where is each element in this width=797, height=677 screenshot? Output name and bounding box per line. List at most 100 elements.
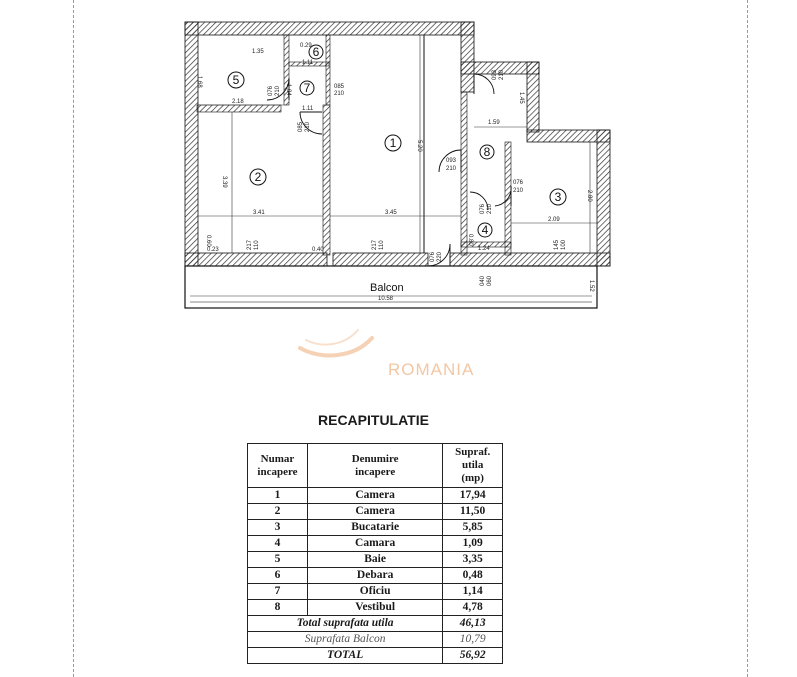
room-3-label: 3 bbox=[555, 190, 562, 204]
header-area: Supraf. utila (mp) bbox=[442, 443, 503, 488]
dim-1-68: 1.68 bbox=[196, 76, 202, 88]
row-name: Camara bbox=[306, 535, 444, 552]
row-number: 3 bbox=[247, 519, 308, 536]
header-num-line1: Numar bbox=[260, 452, 295, 465]
row-name: Bucatarie bbox=[306, 519, 444, 536]
dim-0-40: 0.40 bbox=[312, 247, 324, 253]
opening-076-210-a-top: 076 bbox=[268, 85, 274, 96]
opening-085-210-a-top: 085 bbox=[334, 84, 345, 90]
total-usable-value: 46,13 bbox=[442, 615, 503, 632]
row-number: 2 bbox=[247, 503, 308, 520]
opening-093-210-b-bottom: 210 bbox=[446, 166, 457, 172]
header-room-number: Numar incapere bbox=[247, 443, 308, 488]
dim-3-41: 3.41 bbox=[253, 210, 265, 216]
row-area: 17,94 bbox=[442, 487, 503, 504]
recap-title: RECAPITULATIE bbox=[318, 412, 429, 428]
opening-217-110-a-bottom: 110 bbox=[254, 240, 260, 250]
row-area: 0,48 bbox=[442, 567, 503, 584]
dim-1-52: 1.52 bbox=[588, 280, 594, 292]
dim-1-84: 1.84 bbox=[285, 84, 291, 96]
dim-1-45: 1.45 bbox=[518, 92, 524, 104]
room-2-label: 2 bbox=[255, 170, 262, 184]
opening-076-210-c-bottom: 210 bbox=[487, 203, 493, 214]
room-8-marker bbox=[479, 144, 495, 160]
floor-plan: Balcon 1 2 3 4 5 6 7 8 1.35 1.68 2.18 1.… bbox=[184, 21, 611, 309]
dim-0-60: 0.60 bbox=[205, 235, 211, 247]
row-number: 8 bbox=[247, 599, 308, 616]
room-4-marker bbox=[477, 222, 493, 238]
grand-total-value: 56,92 bbox=[442, 647, 503, 664]
dim-0-29: 0.29 bbox=[300, 43, 312, 49]
dimension-lines bbox=[190, 35, 597, 297]
table-row: 7 Oficiu 1,14 bbox=[247, 583, 503, 600]
table-row: 2 Camera 11,50 bbox=[247, 503, 503, 520]
outer-walls bbox=[184, 21, 611, 267]
room-1-marker bbox=[384, 134, 402, 152]
opening-076-220-bottom: 220 bbox=[437, 251, 443, 262]
row-area: 5,85 bbox=[442, 519, 503, 536]
dim-2-80: 2.80 bbox=[586, 190, 592, 202]
room-2-marker bbox=[249, 168, 267, 186]
opening-217-110-b-top: 217 bbox=[372, 239, 378, 250]
room-7-label: 7 bbox=[304, 81, 311, 95]
room-3-marker bbox=[549, 188, 567, 206]
page-edge-right bbox=[747, 0, 748, 677]
dim-1-35: 1.35 bbox=[252, 49, 264, 55]
balcon-label: Balcon bbox=[370, 282, 404, 294]
header-num-line2: incapere bbox=[257, 465, 298, 478]
opening-076-210-c-top: 076 bbox=[480, 203, 486, 214]
dim-1-11-a: 1.11 bbox=[302, 60, 314, 66]
opening-145-100-top: 145 bbox=[554, 239, 560, 250]
room-5-marker bbox=[227, 71, 245, 89]
row-area: 3,35 bbox=[442, 551, 503, 568]
row-number: 4 bbox=[247, 535, 308, 552]
opening-085-210-a-bottom: 210 bbox=[334, 91, 345, 97]
dim-1-24: 1.24 bbox=[478, 246, 490, 252]
room-labels: 1 2 3 4 5 6 7 8 bbox=[227, 44, 567, 238]
recap-table: Numar incapere Denumire incapere Supraf.… bbox=[246, 443, 503, 664]
dim-3-45: 3.45 bbox=[385, 210, 397, 216]
opening-145-100-bottom: 100 bbox=[561, 239, 567, 250]
opening-076-210-a-bottom: 210 bbox=[275, 85, 281, 96]
opening-093-210-b-top: 093 bbox=[446, 158, 457, 164]
watermark-logo bbox=[298, 329, 374, 358]
dim-0-80: 0.80 bbox=[467, 234, 473, 246]
room-6-label: 6 bbox=[313, 45, 320, 59]
balcony-area-label: Suprafata Balcon bbox=[246, 631, 444, 648]
room-7-marker bbox=[299, 80, 315, 96]
door-swings bbox=[266, 73, 512, 267]
grand-total-row: TOTAL 56,92 bbox=[246, 647, 503, 664]
opening-labels: 076 210 085 210 085 210 093 210 093 210 … bbox=[247, 69, 567, 286]
row-number: 5 bbox=[247, 551, 308, 568]
table-row: 3 Bucatarie 5,85 bbox=[247, 519, 503, 536]
header-name-line2: incapere bbox=[355, 465, 396, 478]
header-area-line2: utila bbox=[461, 459, 484, 471]
room-8-label: 8 bbox=[484, 145, 491, 159]
opening-040-060-top: 040 bbox=[480, 275, 486, 286]
table-row: 6 Debara 0,48 bbox=[247, 567, 503, 584]
dim-2-09: 2.09 bbox=[548, 217, 560, 223]
opening-085-210-b-top: 085 bbox=[298, 121, 304, 132]
page-edge-left bbox=[73, 0, 74, 677]
grand-total-label: TOTAL bbox=[246, 647, 444, 664]
row-area: 1,14 bbox=[442, 583, 503, 600]
header-area-line1: Supraf. bbox=[455, 446, 491, 458]
dim-1-59: 1.59 bbox=[488, 120, 500, 126]
row-number: 7 bbox=[247, 583, 308, 600]
room-4-label: 4 bbox=[482, 223, 489, 237]
dim-2-18: 2.18 bbox=[232, 99, 244, 105]
row-number: 6 bbox=[247, 567, 308, 584]
table-row: 5 Baie 3,35 bbox=[247, 551, 503, 568]
table-row: 8 Vestibul 4,78 bbox=[247, 599, 503, 616]
row-name: Oficiu bbox=[306, 583, 444, 600]
row-name: Camera bbox=[306, 503, 444, 520]
opening-085-210-b-bottom: 210 bbox=[305, 121, 311, 132]
room-5-label: 5 bbox=[233, 73, 240, 87]
balcony-outline bbox=[184, 265, 598, 309]
opening-076-210-b-top: 076 bbox=[513, 180, 524, 186]
opening-076-220-top: 076 bbox=[430, 251, 436, 262]
opening-093-210-a-bottom: 210 bbox=[499, 69, 505, 80]
room-6-marker bbox=[308, 44, 324, 60]
balcony-area-row: Suprafata Balcon 10,79 bbox=[246, 631, 503, 648]
row-number: 1 bbox=[247, 487, 308, 504]
